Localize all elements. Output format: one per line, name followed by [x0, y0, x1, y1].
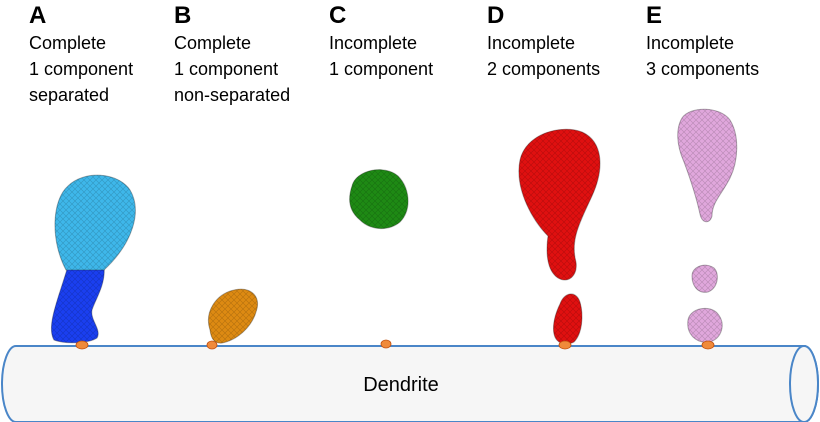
panel-c-letter: C — [329, 2, 347, 29]
spine-d — [518, 128, 601, 345]
panel-a-line-2: 1 component — [29, 59, 134, 79]
spine-c — [349, 169, 409, 229]
panel-b-letter: B — [174, 2, 192, 29]
panel-b-line-2: 1 component — [174, 59, 279, 79]
panel-e-line-2: 3 components — [646, 59, 760, 79]
base-marker-a — [75, 340, 89, 350]
base-marker-c — [380, 339, 392, 349]
panel-e: E Incomplete 3 components — [646, 2, 759, 82]
panel-a: A Complete 1 component separated — [29, 2, 133, 108]
dendrite: Dendrite — [1, 345, 819, 422]
panel-a-letter: A — [29, 2, 47, 29]
panel-b-line-1: Complete — [174, 33, 252, 53]
base-marker-d — [558, 340, 572, 350]
panel-a-line-1: Complete — [29, 33, 107, 53]
panel-c: C Incomplete 1 component — [329, 2, 433, 82]
spine-e — [677, 108, 738, 343]
panel-c-line-1: Incomplete — [329, 33, 418, 53]
dendrite-end-cap — [789, 345, 819, 422]
panel-e-line-1: Incomplete — [646, 33, 735, 53]
dendrite-label: Dendrite — [363, 374, 439, 396]
panel-b-line-3: non-separated — [174, 85, 291, 105]
base-marker-b — [206, 340, 218, 350]
base-marker-e — [701, 340, 715, 350]
spine-b — [208, 288, 258, 344]
panel-d-letter: D — [487, 2, 505, 29]
spine-base-markers — [75, 339, 715, 350]
panel-d-line-2: 2 components — [487, 59, 601, 79]
panel-b: B Complete 1 component non-separated — [174, 2, 290, 108]
panel-a-line-3: separated — [29, 85, 110, 105]
spine-a — [50, 174, 136, 344]
panel-c-line-2: 1 component — [329, 59, 434, 79]
panel-e-letter: E — [646, 2, 663, 29]
panel-d: D Incomplete 2 components — [487, 2, 600, 82]
panel-d-line-1: Incomplete — [487, 33, 576, 53]
